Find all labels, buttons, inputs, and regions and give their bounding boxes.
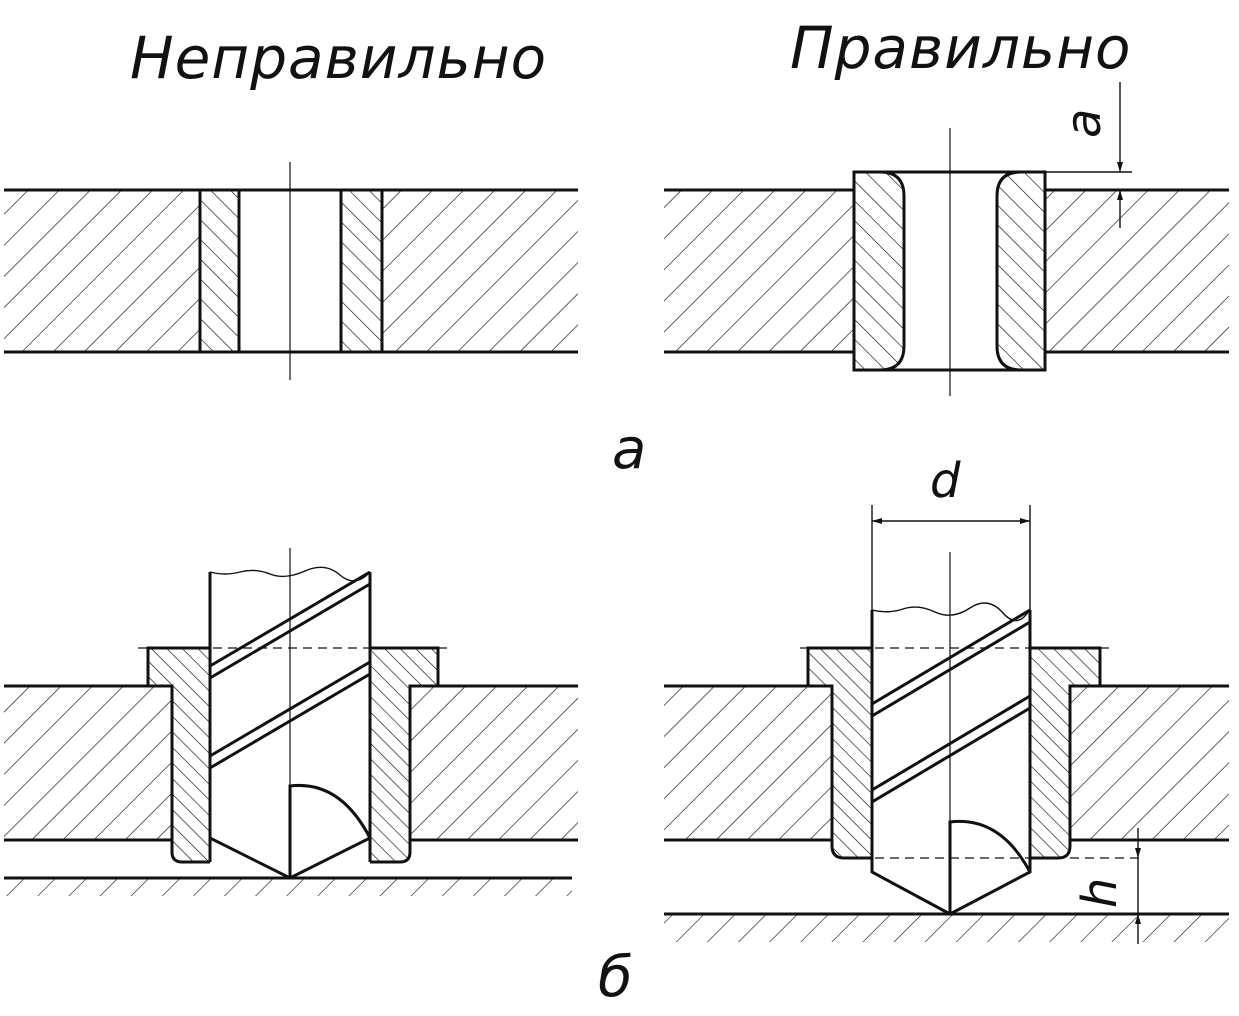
title-correct: Правильно: [790, 14, 1132, 82]
panel-b-correct: d h: [664, 453, 1229, 944]
dim-a-label: a: [1056, 109, 1112, 138]
drill-flute-2b: [871, 706, 1031, 804]
panel-a-correct: a: [664, 82, 1229, 396]
bushing-right-wall: [341, 190, 382, 352]
caption-b: б: [598, 945, 633, 1010]
bushing-outer-left: [808, 684, 872, 860]
drill-flute-1b: [871, 620, 1031, 718]
bushing-outer-left: [148, 684, 210, 864]
plate-left-section: [4, 190, 200, 352]
support-base: [664, 914, 1229, 942]
dim-d-label: d: [930, 453, 961, 509]
bushing-left-wall: [854, 172, 904, 370]
bushing-left-wall: [808, 648, 872, 858]
support-base: [4, 878, 572, 896]
dim-h-label: h: [1072, 878, 1128, 908]
plate-right-section: [1070, 686, 1229, 840]
plate-left-section: [664, 686, 832, 840]
drill-flute-2a: [871, 694, 1031, 792]
drill-tip-face: [288, 783, 372, 878]
plate-right-section: [1045, 190, 1229, 352]
drill-break-line: [209, 566, 371, 582]
bushing-inner-right-edge: [995, 170, 1022, 372]
bushing-inner-left-edge: [879, 170, 906, 372]
bushing-right-wall: [1030, 648, 1100, 858]
panel-b-incorrect: [4, 548, 578, 896]
plate-left-section: [4, 686, 172, 840]
drill-break-line: [871, 602, 1031, 622]
drill-tip-face: [948, 819, 1032, 914]
plate-right-section: [382, 190, 578, 352]
caption-a: а: [612, 417, 646, 482]
bushing-right-wall: [997, 172, 1045, 370]
bushing-outer-right: [370, 684, 438, 864]
panel-a-incorrect: [4, 162, 578, 380]
drill-flute-1a: [871, 608, 1031, 706]
bushing-left-wall: [148, 648, 210, 862]
title-incorrect: Неправильно: [130, 24, 547, 92]
bushing-left-wall: [200, 190, 239, 352]
bushing-right-wall: [370, 648, 438, 862]
plate-right-section: [410, 686, 578, 840]
plate-left-section: [664, 190, 854, 352]
